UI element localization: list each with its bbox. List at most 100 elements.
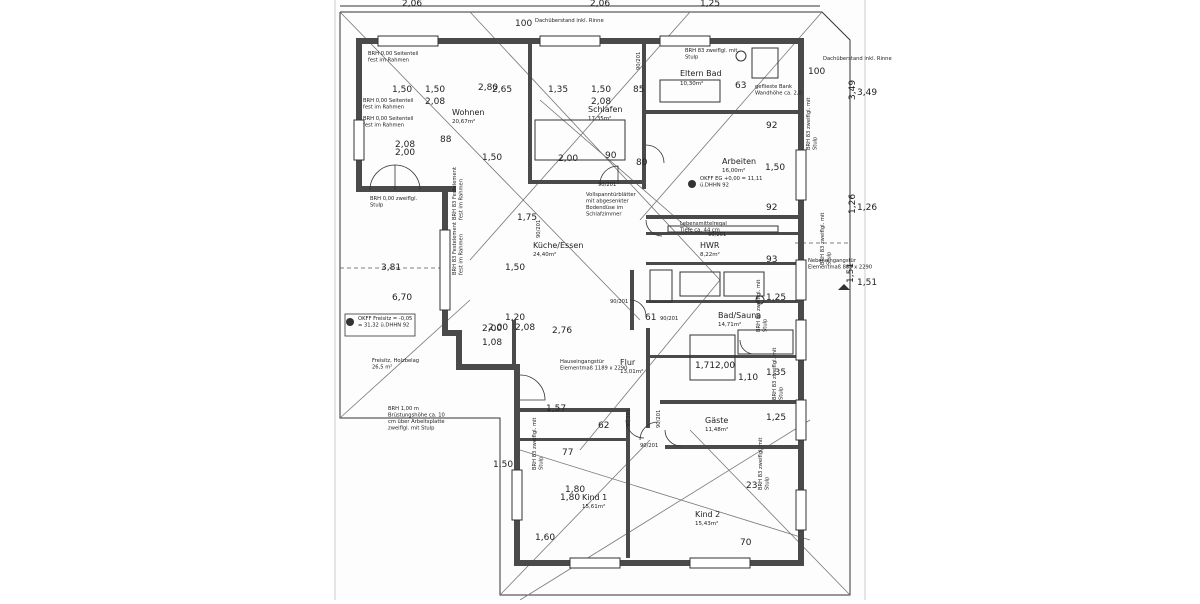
right-margin-dimensions: 1,263,491,51: [846, 80, 858, 283]
dimension-12: 2,00: [488, 323, 508, 333]
room-area-bad-sauna: 14,71m²: [718, 321, 741, 328]
dimension-41: 63: [735, 81, 746, 91]
note-19: BRH 83 zweiflgl. mitStulp: [772, 348, 785, 400]
room-area-schlafen: 17,35m²: [588, 115, 611, 122]
dimension-37: 1,51: [857, 278, 877, 288]
dimension-36: 3,49: [857, 88, 877, 98]
dimension-17: 3,81: [381, 263, 401, 273]
dimension-32: 1,35: [766, 368, 786, 378]
room-name-schlafen: Schlafen: [588, 105, 622, 114]
room-area-arbeiten: 16,00m²: [722, 167, 745, 174]
room-name-kind-2: Kind 2: [695, 510, 720, 519]
room-area-kueche-essen: 24,40m²: [533, 251, 556, 258]
room-area-hwr: 8,22m²: [700, 251, 720, 258]
room-area-kind-2: 15,43m²: [695, 520, 718, 527]
dimension-8: 2,08: [591, 97, 611, 107]
note-5: BRH 0,00 zweiflgl.Stulp: [370, 196, 418, 209]
room-name-kind-1: Kind 1: [582, 493, 607, 502]
dimension-29: 1,10: [738, 373, 758, 383]
room-area-gaeste: 11,48m²: [705, 426, 728, 433]
dimension-52: 70: [740, 538, 752, 548]
room-area-kind-1: 15,61m²: [582, 503, 605, 510]
top-dim-2: 2,06: [590, 0, 610, 9]
roof-outline: [339, 11, 851, 601]
door-size-2: 90/201: [636, 52, 642, 70]
door-size-4: 90/201: [626, 409, 632, 427]
note-20: BRH 83 zweiflgl. mitStulp: [532, 418, 545, 470]
dimension-34: 1,80: [560, 493, 580, 503]
dimension-51: 62: [598, 421, 609, 431]
dimension-19: 2,76: [552, 326, 572, 336]
dimension-5: 2,65: [492, 85, 512, 95]
dimension-47: 100: [808, 67, 825, 77]
note-17: BRH 83 zweiflgl. mitStulp: [756, 280, 769, 332]
dimension-31: 1,25: [766, 293, 786, 303]
dimension-48: 61: [645, 313, 656, 323]
dimension-35: 1,26: [857, 203, 877, 213]
room-name-gaeste: Gäste: [705, 416, 728, 425]
right-margin-dim-2: 3,49: [848, 80, 858, 100]
note-22: BRH 83 zweiflgl. mitStulp: [820, 213, 833, 265]
room-name-flur: Flur: [620, 358, 636, 367]
dimension-4: 2,80: [478, 83, 498, 93]
dimension-10: 2,00: [395, 148, 415, 158]
room-area-wohnen: 20,67m²: [452, 118, 475, 125]
dimension-21: 2,00: [482, 324, 502, 334]
dimension-43: 92: [766, 121, 777, 131]
right-margin-dim-3: 1,51: [846, 263, 856, 283]
note-11: OKFF Freisitz = -0,05= 31,32 ü.DHHN 92: [358, 316, 412, 329]
room-area-flur: 13,01m²: [620, 368, 643, 375]
door-swings: [369, 144, 755, 447]
dimension-23: 1,57: [546, 404, 566, 414]
room-labels: Wohnen 20,67m² Schlafen 17,35m² Eltern B…: [452, 69, 761, 527]
door-size-1: 90/201: [598, 182, 616, 188]
room-name-bad-sauna: Bad/Sauna: [718, 311, 761, 320]
door-size-3: 90/201: [610, 299, 628, 305]
dimension-26: 1,80: [565, 485, 585, 495]
dimension-24: 1,50: [493, 460, 513, 470]
level-marker-freisitz: [344, 313, 416, 337]
room-name-kueche-essen: Küche/Essen: [533, 241, 583, 250]
dimension-11: 2,00: [558, 154, 578, 164]
dimension-20: 2,08: [515, 323, 535, 333]
door-size-8: 90/201: [708, 232, 726, 238]
fixtures: [534, 47, 794, 381]
door-size-9: 90/201: [660, 316, 678, 322]
dimension-50: 77: [562, 448, 573, 458]
dimension-27: 2,00: [715, 361, 735, 371]
door-size-7: 90/201: [536, 220, 542, 238]
roof-note-top: Dachüberstand inkl. Rinne: [535, 18, 604, 24]
dimension-13: 1,50: [482, 153, 502, 163]
interior-walls: [512, 44, 798, 558]
room-name-wohnen: Wohnen: [452, 108, 484, 117]
door-size-6: 90/201: [656, 410, 662, 428]
dimension-28: 1,71: [695, 361, 715, 371]
dimension-3: 2,08: [425, 97, 445, 107]
room-area-eltern-bad: 10,30m²: [680, 80, 703, 87]
dimension-30: 1,25: [766, 413, 786, 423]
door-size-labels: 90/201 90/201 90/201 90/201 90/201 90/201 90/2…: [536, 52, 726, 449]
door-size-5: 90/201: [640, 443, 658, 449]
dimension-9: 2,08: [395, 140, 415, 150]
dimension-22: 1,08: [482, 338, 502, 348]
dimension-6: 1,35: [548, 85, 568, 95]
dimension-45: 93: [766, 255, 777, 265]
note-21: BRH 83 zweiflgl. mitStulp: [758, 438, 771, 490]
room-name-hwr: HWR: [700, 241, 720, 250]
roof-note-right: Dachüberstand inkl. Rinne: [823, 56, 892, 62]
dimension-44: 92: [766, 203, 777, 213]
